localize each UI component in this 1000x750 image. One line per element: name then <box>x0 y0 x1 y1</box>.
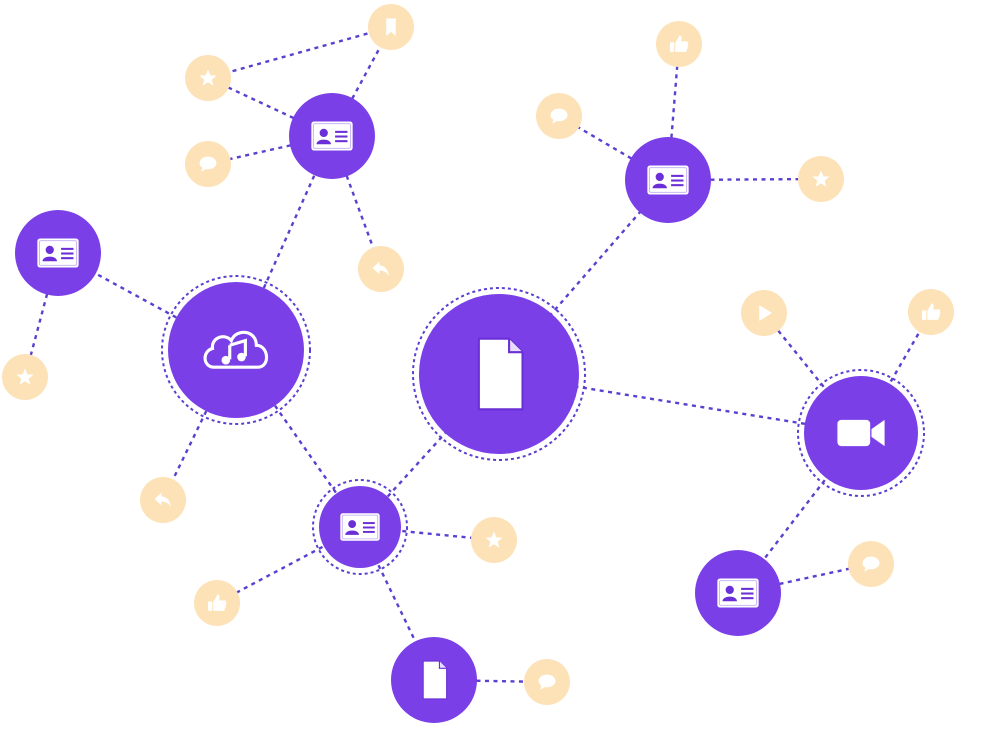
node-file-small[interactable] <box>391 637 477 723</box>
node-chat-1[interactable] <box>185 141 231 187</box>
node-profile-c[interactable] <box>625 137 711 223</box>
edge-star-1-to-bookmark-1 <box>207 25 392 80</box>
node-star-1[interactable] <box>185 55 231 101</box>
node-ring <box>797 369 925 497</box>
node-star-4[interactable] <box>471 517 517 563</box>
node-ring <box>161 275 311 425</box>
node-profile-a[interactable] <box>289 93 375 179</box>
node-star-3[interactable] <box>798 156 844 202</box>
file-icon <box>477 337 524 411</box>
id-card-icon <box>36 238 80 268</box>
node-profile-b[interactable] <box>15 210 101 296</box>
edge-video-to-thumbs-2 <box>859 311 933 434</box>
node-profile-d[interactable] <box>312 479 408 575</box>
id-card-icon <box>310 121 354 151</box>
node-thumbs-2[interactable] <box>908 289 954 335</box>
node-ring <box>412 287 586 461</box>
node-chat-2[interactable] <box>536 93 582 139</box>
node-chat-4[interactable] <box>848 541 894 587</box>
node-reply-1[interactable] <box>358 246 404 292</box>
id-card-icon <box>339 512 381 542</box>
node-reply-2[interactable] <box>140 477 186 523</box>
node-file-main[interactable] <box>412 287 586 461</box>
node-bookmark-1[interactable] <box>368 4 414 50</box>
node-profile-e[interactable] <box>695 550 781 636</box>
edge-profile-a-to-reply-1 <box>330 135 383 270</box>
node-ring <box>312 479 408 575</box>
node-thumbs-1[interactable] <box>656 21 702 67</box>
node-star-2[interactable] <box>2 354 48 400</box>
node-chat-3[interactable] <box>524 659 570 705</box>
node-circle <box>168 282 304 418</box>
nodes-layer <box>2 4 954 723</box>
node-cloud-music[interactable] <box>161 275 311 425</box>
node-video[interactable] <box>797 369 925 497</box>
node-thumbs-3[interactable] <box>194 580 240 626</box>
node-play-1[interactable] <box>741 290 787 336</box>
id-card-icon <box>646 165 690 195</box>
id-card-icon <box>716 578 760 608</box>
file-icon <box>422 660 448 700</box>
